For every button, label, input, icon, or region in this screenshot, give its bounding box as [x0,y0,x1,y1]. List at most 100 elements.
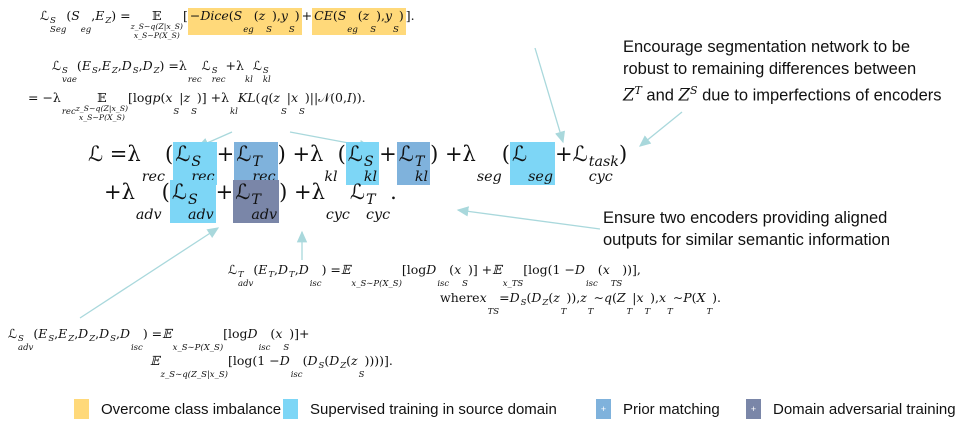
math-text: ( [33,326,39,341]
superscript: Z [105,15,112,26]
math-text: + [379,142,397,166]
superscript: T [252,153,262,170]
subscript: kl [262,74,271,85]
symbol: E [101,58,111,73]
subscript: seg [476,168,502,185]
legend-swatch: + [746,399,761,419]
math-symbol: S eg [234,8,254,35]
symbol: x [290,90,299,105]
symbol: z [273,90,280,105]
subscript [105,26,111,35]
symbol: E [81,58,91,73]
math-symbol: z S [351,353,364,380]
scripts: S [393,17,399,35]
subscript: isc [290,369,303,380]
arrow-dice-ce-to-lseg [534,47,566,144]
scripts: S [281,99,287,117]
symbol: y [280,8,288,23]
scripts: cyc [326,193,350,223]
symbol: x [602,262,610,277]
scripts: S [462,271,468,289]
arrow-advs-to-ladv-s [79,227,220,319]
math-text: ( [302,353,308,368]
symbol: ℒ [175,142,191,166]
highlight-blue: ℒ seg [509,142,555,185]
scripts: adv [136,193,162,223]
symbol: D [78,326,89,341]
scripts: T [268,271,274,289]
subscript: S [280,106,287,117]
scripts: isc [586,271,598,289]
math-text: [log(1 − [228,353,280,368]
math-text: ), [376,8,385,23]
math-text: , [91,8,96,23]
subscript [268,280,274,289]
superscript: S [48,333,55,344]
segmentation-robustness-note: Encourage segmentation network to be rob… [623,36,942,107]
math-symbol: D isc [280,353,303,380]
symbol: S [337,8,347,23]
math-symbol: 𝔼 x_S∼P(X_S) [162,326,223,353]
subscript: z_S∼q(Z|x_S) [130,22,183,31]
math-symbol: ℒ seg [512,142,553,185]
symbol: ℒ [8,326,18,341]
math-text: ))], [622,262,641,277]
symbol: z [580,290,587,305]
subscript [542,308,548,317]
subscript: eg [347,24,358,35]
math-text: − [189,8,201,23]
symbol: CE [314,8,333,23]
symbol: D [426,262,437,277]
subscript: rec [61,106,76,117]
math-symbol: y S [385,8,399,35]
superscript: Z [153,65,160,76]
math-text: ( [597,262,603,277]
subscript: kl [363,168,378,185]
superscript: Z [89,333,96,344]
scripts: S [48,335,54,353]
superscript: T [289,269,295,280]
legend-label: Domain adversarial training [773,400,956,418]
math-text: )] + [196,90,222,105]
symbol: ℒ [171,180,187,204]
symbol: X [696,290,706,305]
legend-swatch: + [596,399,611,419]
note-text: and [641,86,679,105]
symbol: z [553,290,560,305]
symbol: z [351,353,358,368]
subscript: S [266,24,272,35]
subscript: vae [62,74,77,85]
superscript: S [18,333,24,344]
superscript: S [262,65,269,76]
math-text: + [216,142,235,166]
math-text: ( [332,8,338,23]
symbol: ℒ [235,180,251,204]
scripts: Z [542,299,548,317]
z-sup: S [689,84,698,97]
subscript [133,76,139,85]
math-text: ), [272,8,281,23]
z-symbol: Z [678,85,690,105]
scripts: T [667,299,673,317]
subscript: kl [324,168,338,185]
subscript: seg [528,168,553,185]
math-text: ( [228,8,234,23]
symbol: x [165,90,173,105]
subscript: x_S∼P(X_S) [351,278,402,289]
legend-item-domain-adversarial: + Domain adversarial training [746,399,956,419]
symbol: λ [52,90,61,105]
symbol: E [258,262,268,277]
math-text: ( [253,262,259,277]
symbol: λ [311,180,325,204]
symbol: D [509,290,520,305]
symbol: ℒ [252,58,262,73]
scripts: z_S∼q(Z_S|x_S) [161,362,228,380]
